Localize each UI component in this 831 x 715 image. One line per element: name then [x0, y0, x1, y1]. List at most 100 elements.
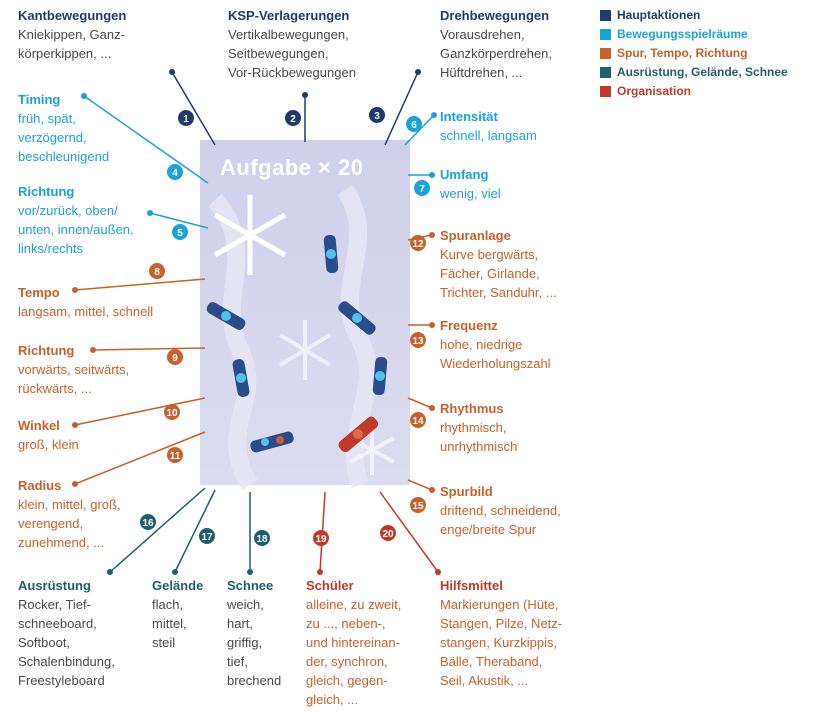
- badge-12: 12: [410, 235, 426, 251]
- block-kantbewegungen: Kantbewegungen Kniekippen, Ganz- körperk…: [18, 6, 126, 63]
- block-drehbewegungen: Drehbewegungen Vorausdrehen, Ganzkörperd…: [440, 6, 552, 82]
- block-text: driftend, schneidend, enge/breite Spur: [440, 503, 561, 537]
- badge-4: 4: [167, 164, 183, 180]
- board-right-2: [338, 301, 376, 335]
- block-frequenz: Frequenz hohe, niedrige Wiederholungszah…: [440, 316, 551, 373]
- connector-4: [83, 95, 209, 184]
- badge-8-label: 8: [154, 267, 160, 278]
- legend-item: Ausrüstung, Gelände, Schnee: [600, 63, 788, 82]
- badge-18-label: 18: [256, 534, 268, 545]
- connector-3: [384, 71, 419, 146]
- block-text: früh, spät, verzögernd, beschleunigend: [18, 111, 110, 164]
- badge-16: 16: [140, 514, 156, 530]
- block-text: Vorausdrehen, Ganzkörperdrehen, Hüftdreh…: [440, 27, 553, 80]
- block-text: vorwärts, seitwärts, rückwärts, ...: [18, 362, 130, 396]
- block-hilfsmittel: Hilfsmittel Markierungen (Hüte, Stangen,…: [440, 576, 562, 690]
- board-right-1: [323, 234, 339, 274]
- block-heading: Tempo: [18, 285, 60, 300]
- legend-item: Bewegungsspielräume: [600, 25, 788, 44]
- block-heading: Timing: [18, 92, 61, 107]
- block-text: Rocker, Tief- schneeboard, Softboot, Sch…: [18, 597, 115, 688]
- connector-16: [109, 487, 206, 573]
- block-text: rhythmisch, unrhythmisch: [440, 420, 518, 454]
- badge-15: 15: [410, 497, 426, 513]
- connector-1: [171, 71, 216, 146]
- badge-15-label: 15: [412, 501, 424, 512]
- block-schueler: Schüler alleine, zu zweit, zu ..., neben…: [306, 576, 401, 709]
- block-heading: Richtung: [18, 343, 75, 358]
- block-heading: Richtung: [18, 184, 75, 199]
- block-heading: Schnee: [227, 578, 274, 593]
- legend-swatch: [600, 86, 611, 97]
- badge-9: 9: [167, 349, 183, 365]
- block-heading: Schüler: [306, 578, 354, 593]
- block-heading: Drehbewegungen: [440, 8, 550, 23]
- badge-9-label: 9: [172, 353, 178, 364]
- badge-3: 3: [369, 107, 385, 123]
- legend-swatch: [600, 48, 611, 59]
- badge-12-label: 12: [412, 239, 424, 250]
- block-heading: Ausrüstung: [18, 578, 91, 593]
- connector-10: [74, 397, 206, 426]
- block-text: weich, hart, griffig, tief, brechend: [227, 597, 282, 688]
- badge-6: 6: [406, 116, 422, 132]
- block-schnee: Schnee weich, hart, griffig, tief, brech…: [227, 576, 281, 690]
- block-text: groß, klein: [18, 437, 79, 452]
- badge-5: 5: [172, 224, 188, 240]
- block-heading: Umfang: [440, 167, 489, 182]
- badge-20: 20: [380, 525, 396, 541]
- block-umfang: Umfang wenig, viel: [440, 165, 501, 203]
- badge-10: 10: [164, 404, 180, 420]
- board-left-2: [232, 359, 250, 397]
- badge-14-label: 14: [412, 416, 424, 427]
- connector-15: [407, 479, 433, 491]
- block-heading: Gelände: [152, 578, 204, 593]
- badge-10-label: 10: [166, 408, 178, 419]
- block-heading: Kantbewegungen: [18, 8, 127, 23]
- badge-11: 11: [167, 447, 183, 463]
- legend-label: Spur, Tempo, Richtung: [617, 46, 748, 60]
- block-text: Vertikalbewegungen, Seitbewegungen, Vor-…: [228, 27, 356, 80]
- badge-19: 19: [313, 530, 329, 546]
- legend-swatch: [600, 10, 611, 21]
- badge-2-label: 2: [290, 114, 296, 125]
- badge-11-label: 11: [170, 451, 181, 462]
- block-heading: Frequenz: [440, 318, 498, 333]
- legend-item: Organisation: [600, 82, 788, 101]
- block-text: hohe, niedrige Wiederholungszahl: [440, 337, 551, 371]
- badge-17-label: 17: [201, 532, 213, 543]
- block-heading: KSP-Verlagerungen: [228, 8, 350, 23]
- badge-1: 1: [178, 110, 194, 126]
- block-rhythmus: Rhythmus rhythmisch, unrhythmisch: [440, 399, 517, 456]
- badge-3-label: 3: [374, 111, 380, 122]
- snowflake-icon: [213, 195, 287, 275]
- connector-20: [379, 491, 439, 573]
- board-left-3: [250, 431, 294, 453]
- block-text: langsam, mittel, schnell: [18, 304, 154, 319]
- block-text: Kniekippen, Ganz- körperkippen, ...: [18, 27, 125, 61]
- legend-item: Hauptaktionen: [600, 6, 788, 25]
- block-gelaende: Gelände flach, mittel, steil: [152, 576, 203, 652]
- badge-13: 13: [410, 332, 426, 348]
- badge-5-label: 5: [177, 228, 183, 239]
- badge-4-label: 4: [172, 168, 178, 179]
- badge-19-label: 19: [315, 534, 327, 545]
- badge-7: 7: [414, 180, 430, 196]
- connector-14: [407, 397, 433, 409]
- legend-label: Hauptaktionen: [617, 8, 701, 22]
- connector-8: [74, 278, 206, 291]
- block-heading: Spurbild: [440, 484, 493, 499]
- board-left-1: [206, 302, 246, 330]
- block-heading: Radius: [18, 478, 62, 493]
- track-left: [208, 193, 258, 490]
- block-spurbild: Spurbild driftend, schneidend, enge/brei…: [440, 482, 561, 539]
- connector-17: [174, 489, 216, 573]
- board-right-3: [372, 356, 388, 396]
- badge-16-label: 16: [142, 518, 154, 529]
- block-richtung-bewegung: Richtung vor/zurück, oben/ unten, innen/…: [18, 182, 134, 258]
- block-text: wenig, viel: [440, 186, 501, 201]
- legend-swatch: [600, 29, 611, 40]
- legend-label: Bewegungsspielräume: [617, 27, 748, 41]
- badge-1-label: 1: [183, 114, 189, 125]
